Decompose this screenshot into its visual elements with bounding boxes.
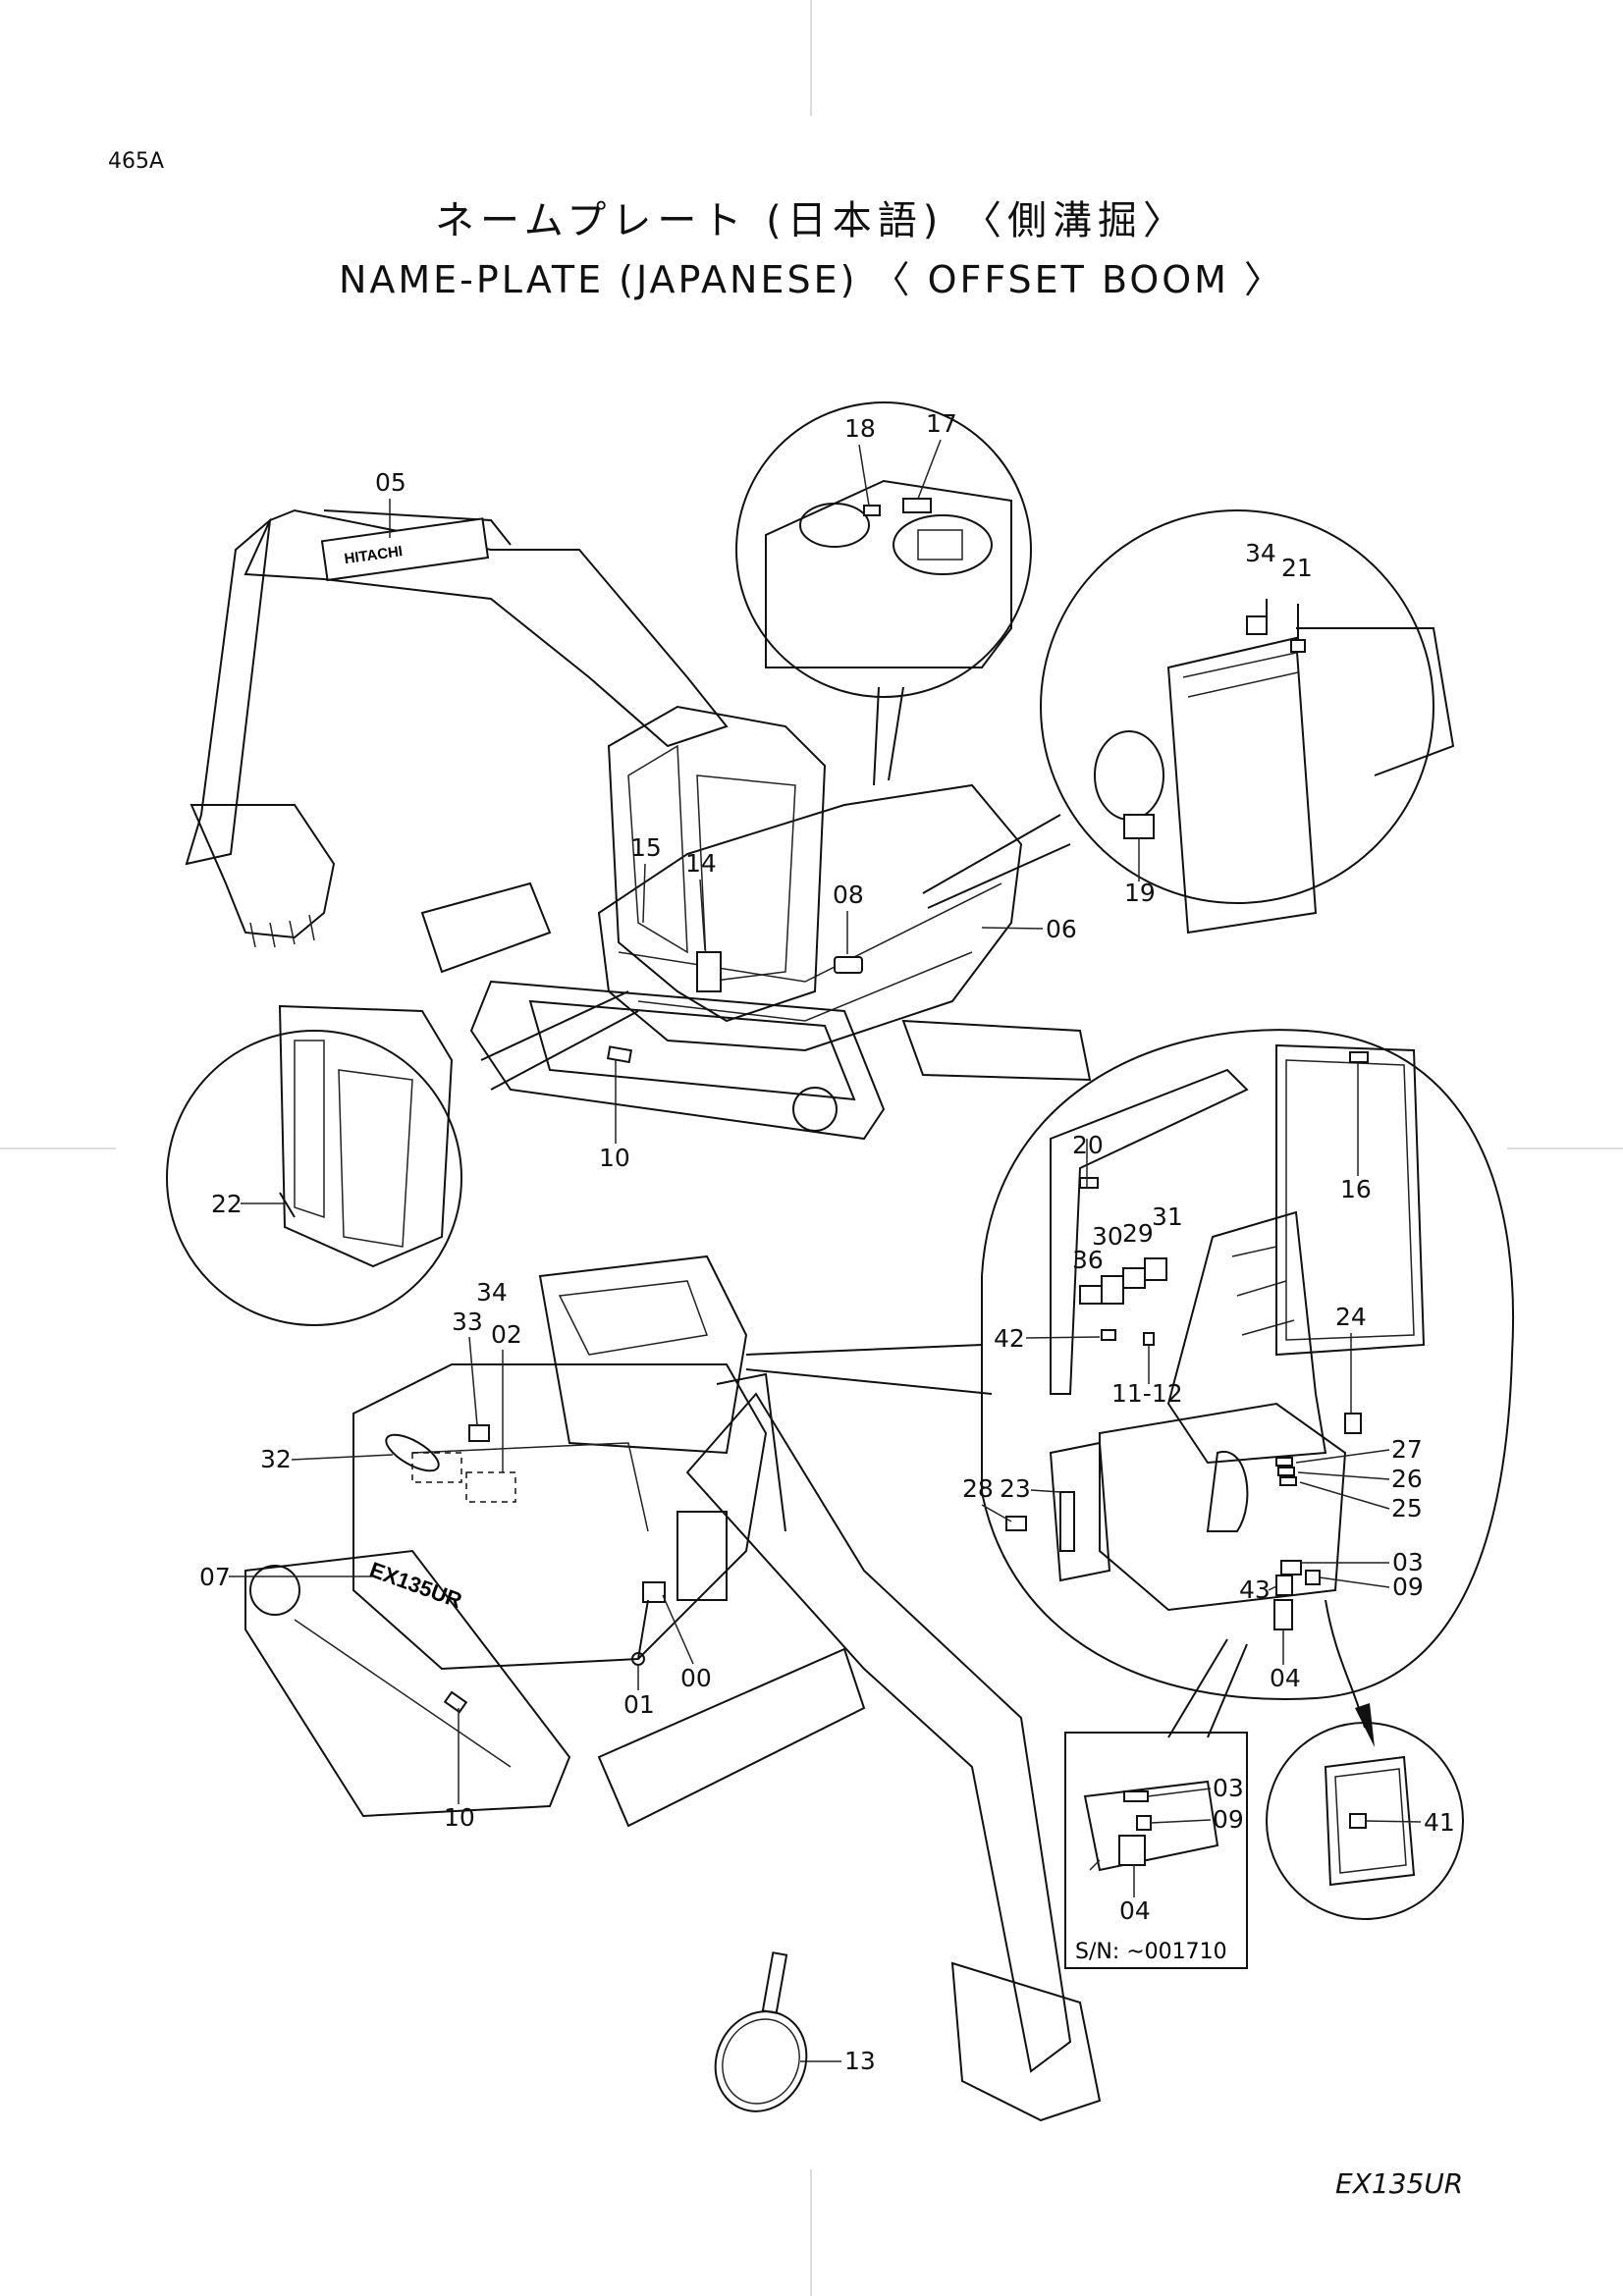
callout-label: 36 (1072, 1246, 1104, 1274)
key-tag (714, 1951, 808, 2112)
callout-label: 33 (452, 1308, 483, 1336)
callout-label: 30 (1092, 1222, 1123, 1251)
callout-label: 32 (260, 1445, 292, 1473)
detail-circle-panel (1266, 1722, 1464, 1920)
title-english: NAME-PLATE (JAPANESE) 〈 OFFSET BOOM 〉 (338, 258, 1285, 301)
callout-label: 03 (1392, 1548, 1424, 1576)
callout-label: 10 (599, 1144, 630, 1172)
callout-label: 25 (1391, 1494, 1423, 1522)
callout-label: 24 (1335, 1303, 1367, 1331)
callout-label: 05 (375, 468, 406, 497)
callout-label: 13 (844, 2047, 876, 2075)
callout-label: 34 (1245, 539, 1276, 567)
callout-label: 04 (1270, 1664, 1301, 1692)
callout-label: 22 (211, 1190, 243, 1218)
callout-label: 28 (962, 1474, 994, 1503)
callout-label: 00 (680, 1664, 712, 1692)
callout-label: 21 (1281, 554, 1313, 582)
callout-label: 41 (1424, 1808, 1455, 1837)
callout-labels: 05 18 17 34 21 15 14 08 06 19 10 22 20 2… (199, 409, 1455, 2075)
callout-label: 43 (1239, 1575, 1271, 1604)
callout-label: 03 (1213, 1774, 1244, 1802)
callout-label: 18 (844, 414, 876, 443)
callout-label: 29 (1122, 1219, 1154, 1248)
callout-label: 16 (1340, 1175, 1372, 1203)
callout-label: 15 (630, 833, 662, 862)
detail-circle-tank (735, 401, 1032, 698)
callout-label: 09 (1392, 1573, 1424, 1601)
callout-label: 14 (685, 849, 717, 878)
callout-label: 20 (1072, 1131, 1104, 1159)
callout-label: 17 (926, 409, 957, 438)
serial-detail-box: S/N: ~001710 (1064, 1732, 1248, 1969)
excavator-bottom-view: EX135UR (244, 1255, 1102, 2122)
callout-label: 23 (1000, 1474, 1031, 1503)
excavator-top-view: HITACHI (185, 508, 1092, 1141)
callout-label: 31 (1152, 1202, 1183, 1231)
callout-label: 07 (199, 1563, 231, 1591)
detail-circle-cab (166, 1004, 462, 1326)
serial-number-note: S/N: ~001710 (1075, 1940, 1227, 1964)
callout-label: 02 (491, 1320, 522, 1349)
callout-label: 01 (623, 1690, 655, 1719)
callout-label: 27 (1391, 1435, 1423, 1464)
detail-circle-engine (1040, 509, 1455, 934)
callout-label: 26 (1391, 1465, 1423, 1493)
model-number: EX135UR (1335, 2167, 1464, 2200)
callout-label: 06 (1046, 915, 1077, 943)
callout-label: 08 (833, 881, 864, 909)
detail-circle-seat (981, 1029, 1515, 1747)
title-japanese: ネームプレート (日本語) 〈側溝掘〉 (434, 198, 1189, 243)
callout-label: 42 (994, 1324, 1025, 1353)
page-code: 465A (108, 149, 165, 174)
callout-label: 11-12 (1111, 1379, 1183, 1408)
callout-label: 34 (476, 1278, 508, 1307)
callout-label: 10 (444, 1803, 475, 1832)
svg-text:EX135UR: EX135UR (366, 1557, 465, 1613)
callout-label: 09 (1213, 1805, 1244, 1834)
callout-label: 04 (1119, 1896, 1151, 1925)
callout-label: 19 (1124, 879, 1156, 907)
